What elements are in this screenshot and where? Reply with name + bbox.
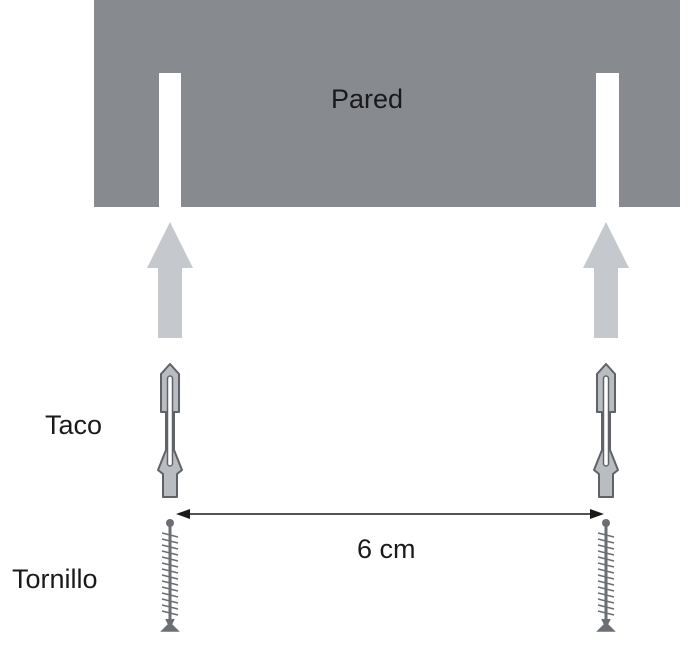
screw-icon — [596, 517, 616, 633]
up-arrow-icon — [583, 222, 629, 338]
wall-hole-left — [159, 73, 181, 207]
wall-label: Pared — [331, 84, 404, 114]
wall — [94, 0, 680, 207]
distance-label: 6 cm — [357, 534, 416, 564]
screw-icon — [160, 517, 180, 633]
dimension-line — [176, 509, 604, 519]
screw-label: Tornillo — [12, 564, 98, 594]
wall-plug-label: Taco — [45, 410, 103, 440]
wall-plug-icon — [157, 363, 183, 498]
up-arrow-icon — [147, 222, 193, 338]
wall-plug-icon — [593, 363, 619, 498]
wall-hole-right — [596, 73, 619, 207]
